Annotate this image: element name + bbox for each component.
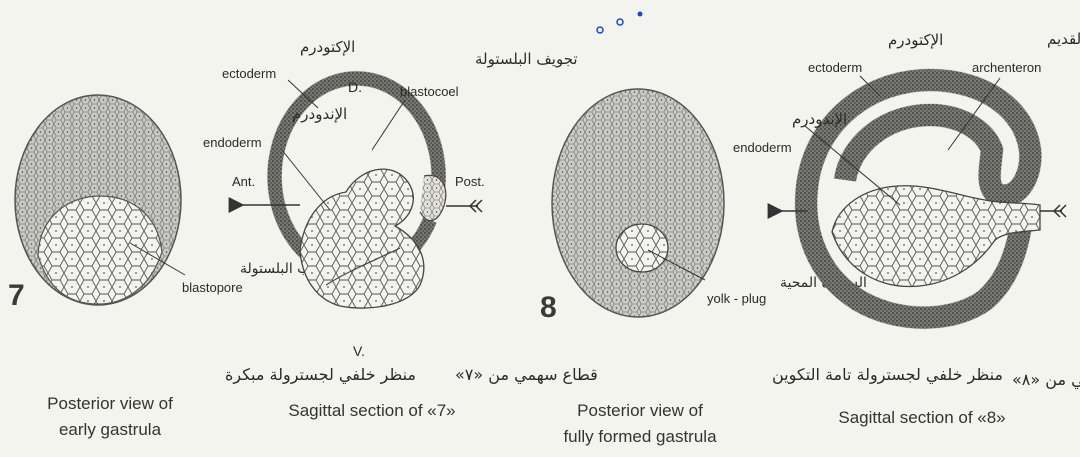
ventral-label-7: V. (353, 343, 365, 359)
figure-7-caption-arabic: منظر خلفي لجسترولة مبكرة (225, 365, 416, 385)
endoderm-label-8: endoderm (733, 140, 792, 155)
yolk-plug-region (616, 224, 668, 272)
section-7-caption-arabic: قطاع سهمي من «٧» (455, 365, 598, 385)
endoderm-mass-7 (300, 169, 424, 308)
archenteron-arabic-label: المعى القديم (1047, 30, 1080, 48)
figure-7-number: 7 (8, 279, 25, 312)
ectoderm-arabic-label-8: الإكتودرم (888, 31, 943, 49)
anterior-label-7: Ant. (232, 174, 255, 189)
figure-7-caption-line-2: early gastrula (59, 420, 162, 439)
blastocoel-label: blastocoel (400, 84, 459, 99)
endoderm-pointer-7 (282, 150, 330, 210)
blastocoel-arabic-label: تجويف البلستولة (475, 50, 578, 68)
early-gastrula-view (15, 95, 181, 305)
section-8-caption: Sagittal section of «8» (838, 408, 1005, 427)
figure-8-caption-arabic: منظر خلفي لجسترولة تامة التكوين (772, 365, 1003, 385)
blastopore-label: blastopore (182, 280, 243, 295)
section-7-caption: Sagittal section of «7» (288, 401, 455, 420)
ink-marks (597, 12, 643, 34)
figure-8-number: 8 (540, 291, 557, 324)
ectoderm-label-7: ectoderm (222, 66, 276, 81)
dorsal-label-7: D. (348, 79, 362, 95)
figure-7-caption-line-1: Posterior view of (47, 394, 173, 413)
endoderm-arabic-label-7: الإندودرم (292, 105, 347, 123)
figure-8-caption-line-2: fully formed gastrula (563, 427, 717, 446)
ectoderm-label-8: ectoderm (808, 60, 862, 75)
endoderm-label-7: endoderm (203, 135, 262, 150)
section-8-caption-arabic: قطاع سهمي من «٨» (1012, 370, 1080, 390)
blastocoel-pointer (372, 100, 405, 150)
figure-8-caption-line-1: Posterior view of (577, 401, 703, 420)
ectoderm-arabic-label-7: الإكتودرم (300, 38, 355, 56)
posterior-label-7: Post. (455, 174, 485, 189)
endoderm-arabic-label-8: الإندودرم (792, 110, 847, 128)
yolk-plug-label: yolk - plug (707, 291, 766, 306)
fully-formed-gastrula-view (552, 89, 724, 317)
archenteron-label: archenteron (972, 60, 1041, 75)
